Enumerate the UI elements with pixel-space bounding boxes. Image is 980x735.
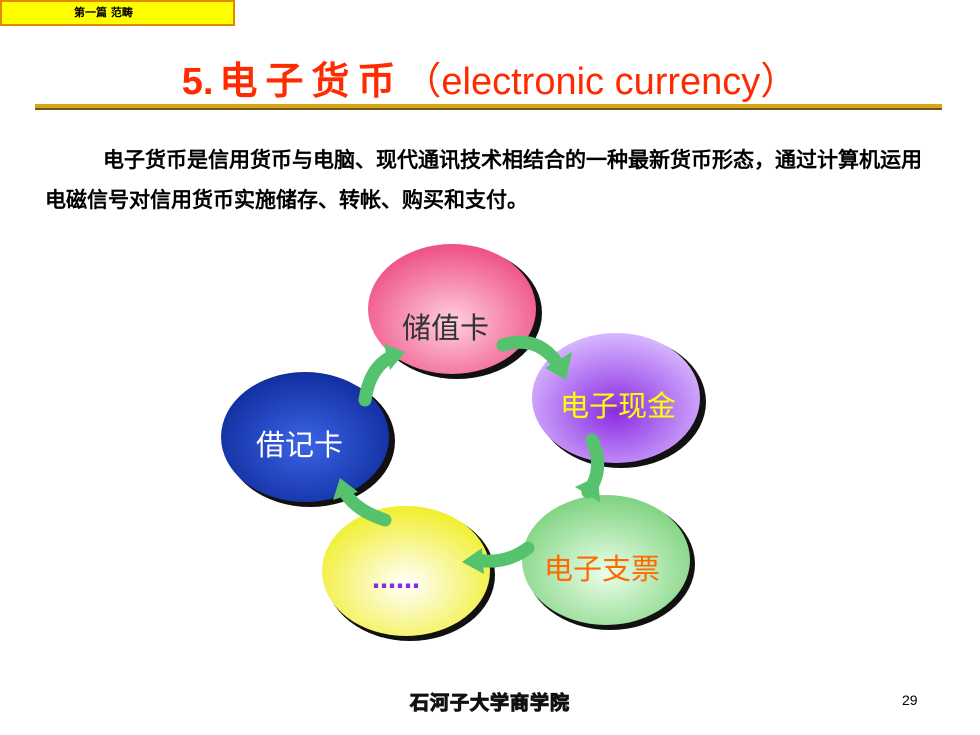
page-number: 29 <box>902 692 918 708</box>
footer-school: 石河子大学商学院 <box>409 692 570 715</box>
circle-more <box>322 506 490 636</box>
arrowhead-1 <box>545 352 572 380</box>
slide-title: 5.电子货币（electronic currency） <box>0 50 980 105</box>
title-english: （electronic currency） <box>403 61 799 103</box>
title-underline <box>35 104 942 110</box>
arrow-stored-to-ecash <box>496 335 562 367</box>
title-number: 5. <box>181 61 214 103</box>
arrowhead-4 <box>333 478 358 500</box>
label-stored-value-card: 储值卡 <box>402 311 490 345</box>
arrowhead-5 <box>384 344 405 370</box>
label-more: …… <box>372 566 420 594</box>
label-debit-card: 借记卡 <box>256 428 344 462</box>
circle-debit-card <box>221 372 389 502</box>
arrow-more-to-debit <box>338 485 392 527</box>
arrowhead-2 <box>575 476 600 502</box>
label-electronic-check: 电子支票 <box>544 552 661 586</box>
definition-paragraph: 电子货币是信用货币与电脑、现代通讯技术相结合的一种最新货币形态，通过计算机运用电… <box>45 147 922 212</box>
arrow-heads <box>333 344 600 574</box>
title-chinese: 电子货币 <box>219 58 404 103</box>
section-tag: 第一篇 范畴 <box>0 0 235 26</box>
circle-stored-value-card <box>368 244 536 374</box>
circle-electronic-cash <box>532 333 700 463</box>
circle-electronic-check <box>522 495 690 625</box>
arrowhead-3 <box>462 548 484 574</box>
label-electronic-cash: 电子现金 <box>560 389 677 423</box>
